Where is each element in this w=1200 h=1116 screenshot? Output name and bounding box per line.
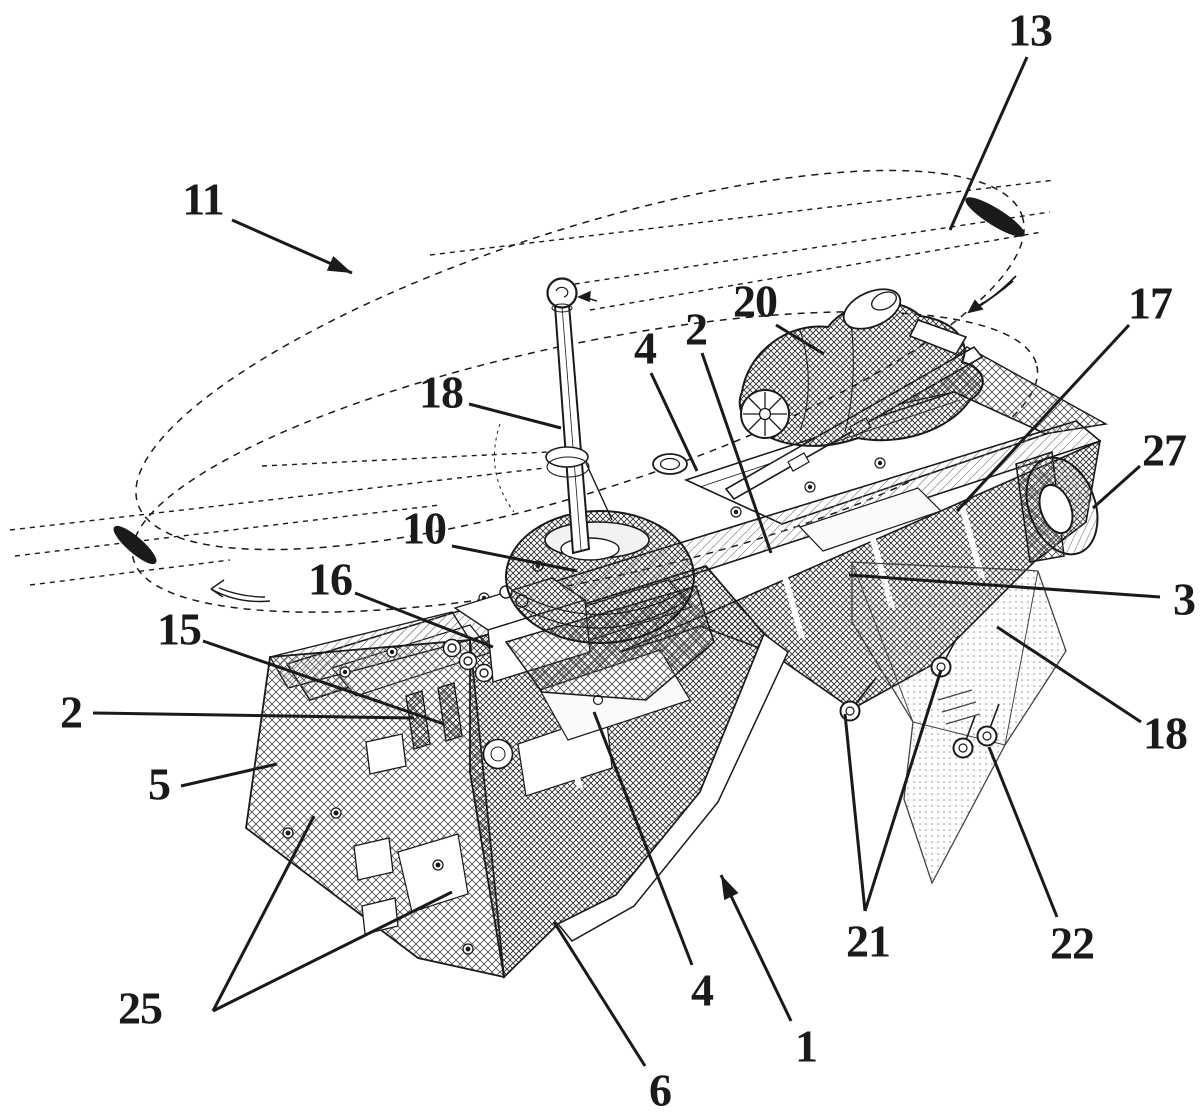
mast-ball-top — [546, 277, 578, 309]
rotor-mast — [545, 277, 613, 555]
ghost-cowl — [851, 561, 1067, 885]
engine-fan — [740, 389, 790, 439]
leader-line-6 — [552, 921, 647, 1067]
blade-lines — [9, 179, 1056, 586]
leader-line-21 — [843, 713, 867, 912]
leader-line-18-right — [996, 625, 1142, 724]
mid-port — [482, 738, 514, 770]
leader-line-22 — [987, 746, 1059, 918]
deck-grommet — [652, 453, 688, 475]
leader-line-20 — [775, 323, 825, 356]
leader-line-10 — [451, 544, 578, 573]
leader-line-4-lower — [592, 711, 694, 966]
leader-lines — [92, 56, 1161, 1067]
nose-window-2 — [353, 837, 394, 881]
leader-line-5 — [180, 762, 278, 788]
leader-line-15 — [202, 639, 445, 726]
engine-exhaust — [908, 319, 968, 355]
leader-line-2-upper — [700, 352, 773, 554]
leader-line-17 — [955, 323, 1131, 513]
rotation-arrow-lower — [210, 579, 271, 603]
leader-line-13 — [948, 56, 1029, 231]
bottom-keel — [556, 632, 789, 942]
nose-screws — [282, 807, 474, 955]
leader-line-18-upper — [468, 402, 562, 430]
leader-arrowhead-1 — [721, 875, 739, 901]
leader-line-21 — [863, 669, 943, 912]
leader-line-1 — [719, 874, 793, 1022]
nose-window-1 — [365, 733, 407, 775]
ground-rollers — [839, 635, 1000, 759]
rotor-blade-section-left — [113, 525, 157, 565]
construction-arc — [494, 423, 515, 513]
leader-line-2-left — [92, 711, 415, 720]
leader-line-16 — [354, 591, 494, 649]
leader-arrowhead-11 — [326, 255, 352, 273]
leader-line-3-right — [848, 573, 1161, 599]
tail-mount-ring — [1015, 450, 1099, 563]
mast-direction-arrow — [576, 290, 598, 303]
leader-line-25 — [212, 890, 453, 1013]
deck-plate-c — [798, 487, 943, 552]
leader-line-25 — [211, 815, 316, 1012]
leader-line-27 — [1092, 464, 1141, 510]
rotation-arrow-upper — [967, 275, 1017, 314]
rotor-blade-section-right — [965, 197, 1025, 237]
airframe — [245, 277, 1109, 979]
leader-line-4-upper — [649, 372, 699, 472]
